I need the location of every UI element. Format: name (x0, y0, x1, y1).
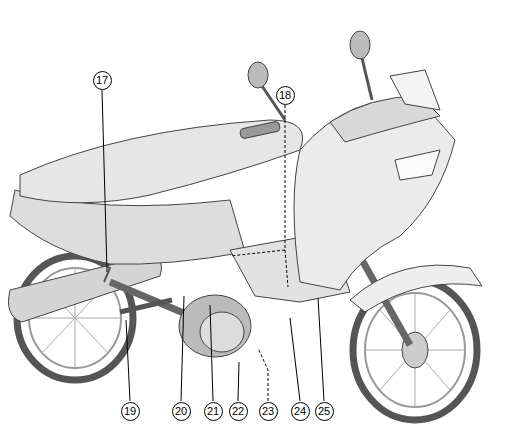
leader-line (238, 362, 239, 401)
callout-number: 21 (204, 402, 223, 421)
front-rim (365, 293, 465, 407)
callout-number: 22 (229, 402, 248, 421)
spoke (380, 310, 450, 390)
mirror (248, 62, 268, 88)
rear-body-panel (10, 190, 245, 264)
leader-lines (102, 90, 324, 401)
callout-number: 19 (121, 402, 140, 421)
mirror-stem (362, 58, 372, 100)
callout-number: 25 (315, 402, 334, 421)
handle-grip (239, 121, 280, 139)
leader-line (210, 305, 213, 401)
motorcycle (9, 31, 483, 420)
headlight (395, 150, 440, 180)
leader-line (285, 250, 288, 287)
leader-line (181, 296, 184, 401)
callout-number: 20 (172, 402, 191, 421)
leader-line (230, 105, 285, 256)
front-spokes (365, 293, 465, 407)
leader-line (258, 348, 268, 401)
muffler (9, 255, 162, 322)
leader-line (290, 318, 300, 401)
callout-number: 18 (276, 86, 295, 105)
callout-number: 17 (93, 71, 112, 90)
windscreen (390, 70, 440, 110)
footrest (120, 300, 172, 312)
leader-line (126, 320, 130, 401)
spoke (380, 310, 450, 390)
crankcase-cover (200, 312, 244, 352)
callout-number: 23 (259, 402, 278, 421)
leader-line (318, 298, 324, 401)
leader-line (102, 90, 107, 272)
callout-number: 24 (291, 402, 310, 421)
front-fender (350, 265, 482, 312)
mirror (350, 31, 370, 59)
engine (179, 295, 251, 357)
seat (20, 120, 303, 203)
